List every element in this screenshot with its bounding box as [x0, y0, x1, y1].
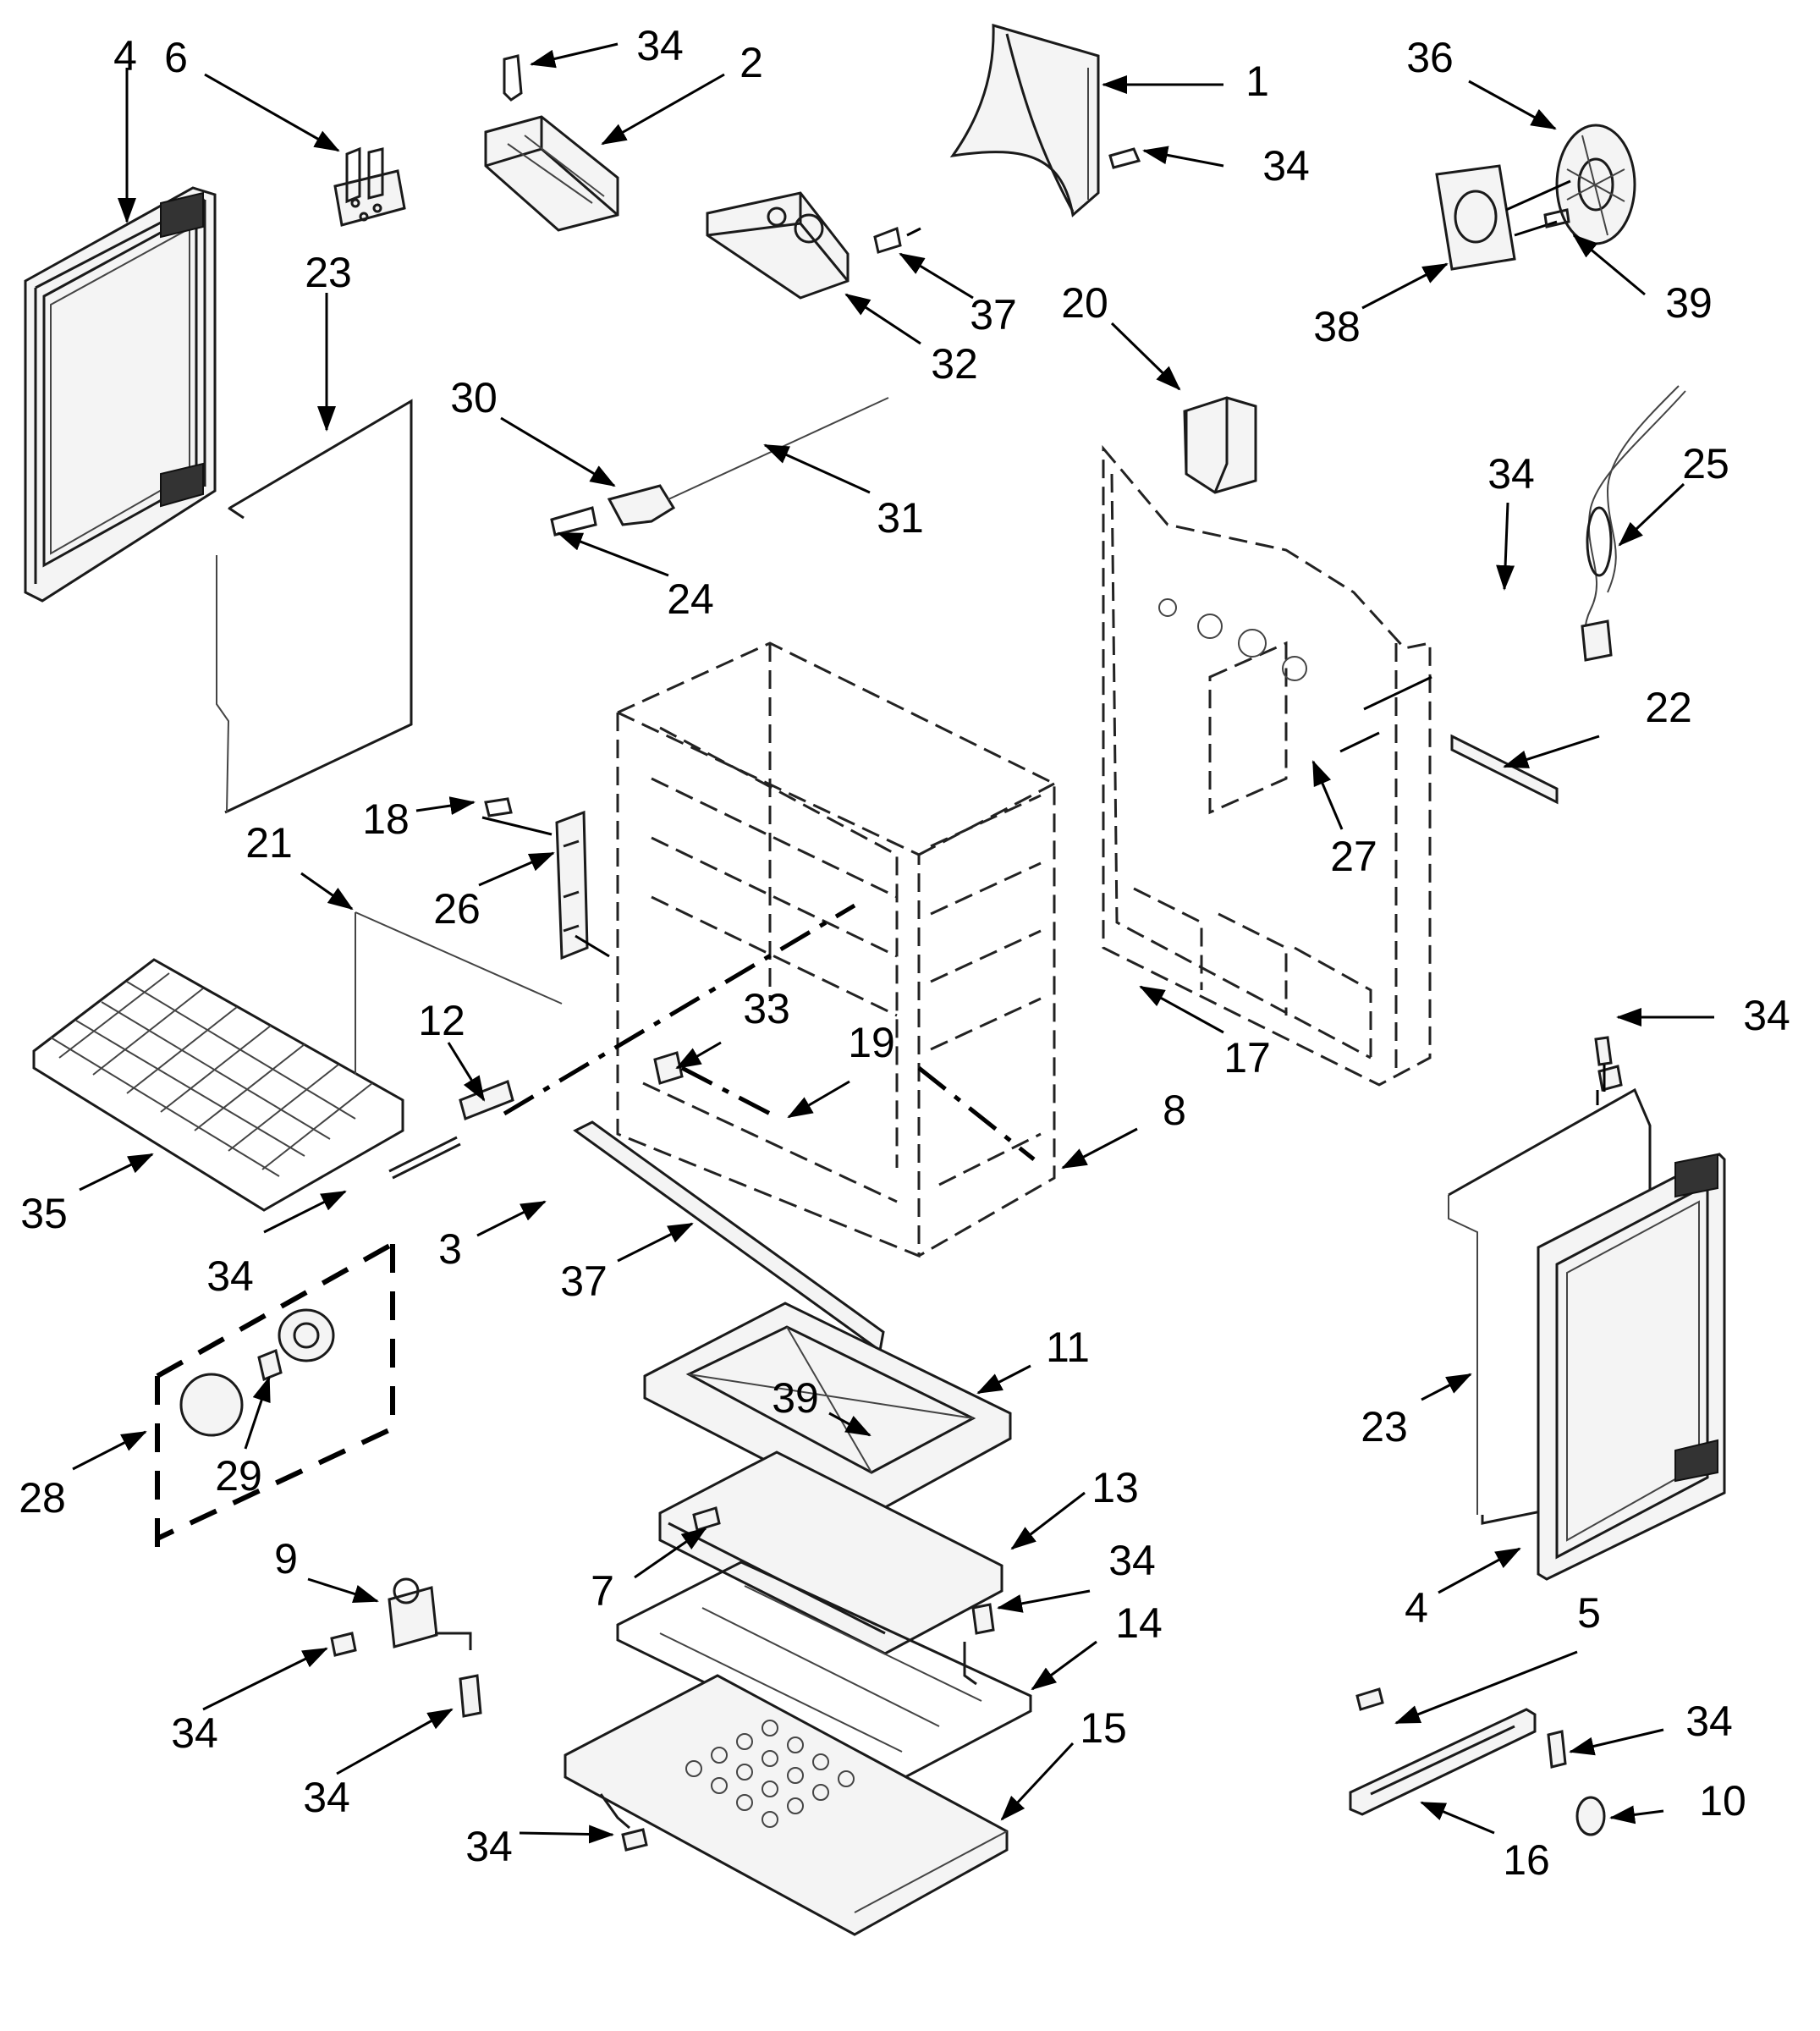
callout-label-9: 9	[274, 1535, 298, 1582]
callout-label-23-right: 23	[1361, 1403, 1408, 1450]
callout-label-24: 24	[667, 575, 714, 623]
burner-base	[658, 1450, 1003, 1655]
callout-label-34-b: 34	[1262, 142, 1310, 190]
cavity-bracket	[653, 1051, 684, 1085]
callout-label-33: 33	[743, 985, 790, 1032]
callout-label-22: 22	[1645, 684, 1692, 731]
callout-label-6: 6	[164, 34, 188, 81]
callout-label-34-a: 34	[636, 22, 684, 69]
callout-label-5: 5	[1577, 1589, 1601, 1637]
callout-label-31: 31	[877, 494, 924, 542]
callout-label-15: 15	[1080, 1704, 1127, 1752]
front-trim-strip	[573, 1120, 885, 1353]
hinge-bracket	[333, 146, 406, 227]
callout-label-29: 29	[215, 1452, 262, 1500]
callout-label-21: 21	[245, 819, 293, 867]
side-bracket	[484, 797, 589, 960]
callout-label-4-right: 4	[1405, 1584, 1428, 1632]
callout-label-34-h: 34	[303, 1774, 350, 1821]
insulation-left	[216, 399, 413, 814]
callout-label-19: 19	[848, 1019, 895, 1066]
leader-arrows	[72, 42, 1714, 1844]
control-knob-group	[155, 1241, 395, 1566]
callout-label-28: 28	[19, 1474, 66, 1522]
side-panel-left	[24, 186, 217, 603]
oven-rack	[32, 958, 404, 1212]
convection-fan	[1435, 124, 1636, 271]
callout-label-34-c: 34	[1487, 450, 1535, 498]
screw-top-right	[1594, 1036, 1613, 1092]
callout-label-25: 25	[1682, 440, 1729, 487]
callout-label-10: 10	[1699, 1777, 1746, 1825]
vent-shield	[949, 23, 1141, 217]
callout-label-38: 38	[1313, 303, 1361, 350]
side-panel-right	[1537, 1153, 1726, 1581]
callout-label-37-mid: 37	[560, 1258, 608, 1305]
assembly-axes	[481, 227, 1599, 1161]
callout-label-32: 32	[931, 340, 978, 388]
callout-label-1: 1	[1245, 58, 1269, 105]
callout-label-20: 20	[1061, 279, 1108, 327]
callout-label-23-left: 23	[305, 249, 352, 296]
heating-element-wire	[355, 911, 563, 1075]
oven-cavity	[616, 641, 1056, 1258]
callout-label-12: 12	[418, 997, 465, 1044]
callout-label-34-i: 34	[1685, 1698, 1733, 1745]
callout-label-34-e: 34	[206, 1252, 254, 1300]
callout-label-11: 11	[1046, 1324, 1090, 1371]
duct	[1183, 396, 1257, 494]
callout-label-30: 30	[450, 374, 498, 421]
callout-label-26: 26	[433, 885, 481, 933]
callout-label-4-left: 4	[113, 32, 137, 80]
callout-label-39-top: 39	[1665, 279, 1713, 327]
callout-label-3: 3	[438, 1225, 462, 1273]
callout-label-34-j: 34	[465, 1823, 513, 1870]
gas-valve	[330, 1577, 482, 1718]
power-cord	[1581, 385, 1686, 662]
burner-tray	[643, 1302, 1012, 1516]
callout-label-16: 16	[1503, 1836, 1550, 1884]
lower-frame	[616, 1560, 1032, 1781]
callout-label-34-g: 34	[171, 1709, 218, 1757]
callout-label-14: 14	[1115, 1599, 1163, 1647]
callout-label-27: 27	[1330, 833, 1377, 880]
callout-label-8: 8	[1163, 1087, 1186, 1134]
door-latch	[550, 397, 889, 537]
callout-label-17: 17	[1223, 1034, 1271, 1082]
bottom-panel	[564, 1674, 1009, 1936]
callout-label-18: 18	[362, 795, 410, 843]
back-panel	[1102, 444, 1432, 1087]
callout-label-37-top: 37	[970, 291, 1017, 338]
callout-label-13: 13	[1091, 1464, 1139, 1511]
top-bracket	[484, 54, 619, 232]
callout-label-2: 2	[740, 39, 763, 86]
callout-label-34-f: 34	[1108, 1537, 1156, 1584]
drawer-slide	[1349, 1687, 1606, 1836]
callout-label-36: 36	[1406, 34, 1454, 81]
control-bracket	[706, 191, 902, 300]
callout-label-39-mid: 39	[772, 1374, 819, 1422]
callout-label-35: 35	[20, 1190, 68, 1237]
callout-label-34-d: 34	[1743, 992, 1790, 1039]
rear-rail	[1450, 734, 1559, 805]
temperature-probe	[388, 1079, 514, 1180]
callout-label-7: 7	[591, 1567, 614, 1615]
